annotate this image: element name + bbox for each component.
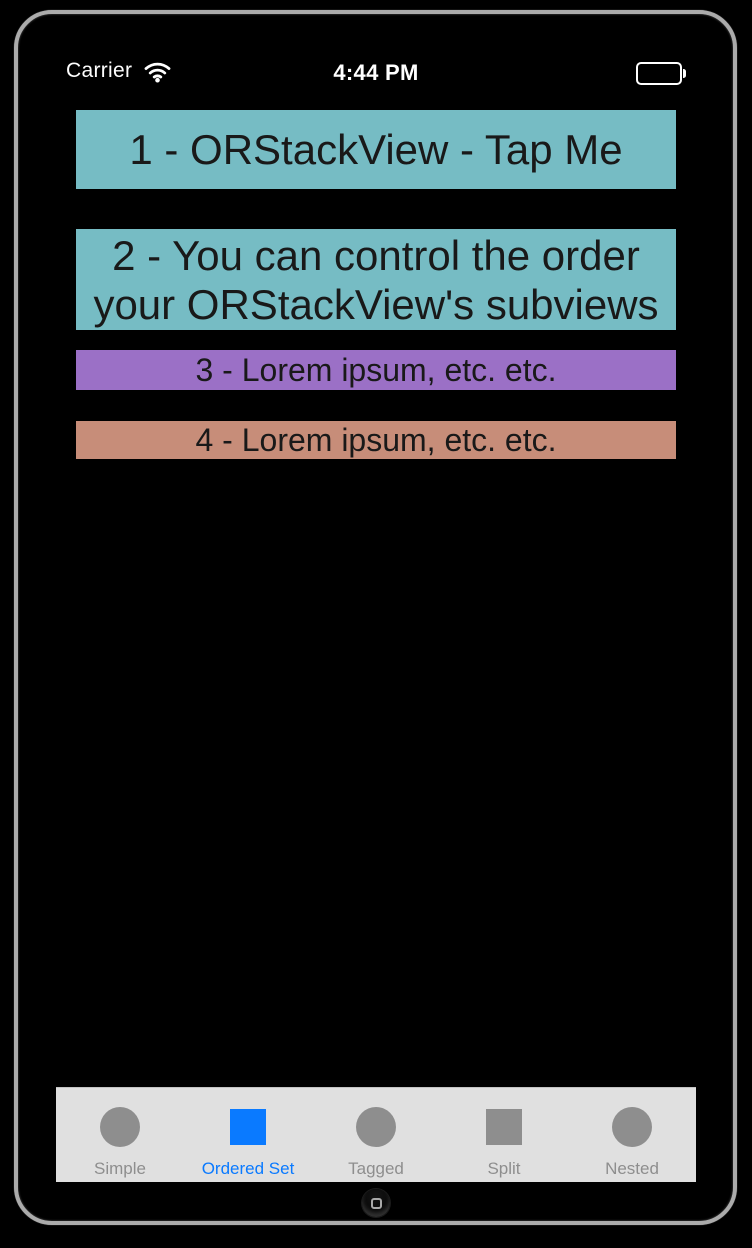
- stack-view-3[interactable]: 3 - Lorem ipsum, etc. etc.: [76, 350, 676, 390]
- circle-icon: [612, 1107, 652, 1147]
- tab-label: Nested: [605, 1159, 659, 1178]
- tab-item-split[interactable]: Split: [440, 1088, 568, 1182]
- stack-view-2[interactable]: 2 - You can control the order your ORSta…: [76, 229, 676, 330]
- circle-icon: [100, 1107, 140, 1147]
- tab-label: Ordered Set: [201, 1159, 295, 1178]
- tab-label: Tagged: [348, 1159, 404, 1178]
- tab-label: Simple: [94, 1159, 146, 1178]
- circle-icon: [356, 1107, 396, 1147]
- tab-bar: Simple Ordered Set Tagged Split Nested: [56, 1087, 696, 1182]
- tab-label: Split: [487, 1159, 521, 1178]
- square-icon: [486, 1109, 522, 1145]
- app-screen: Carrier 4:44 PM 1 - ORStackView - Tap Me…: [56, 46, 696, 1182]
- carrier-label: Carrier: [66, 59, 133, 82]
- stack-view-1[interactable]: 1 - ORStackView - Tap Me: [76, 110, 676, 189]
- stack-view-4[interactable]: 4 - Lorem ipsum, etc. etc.: [76, 421, 676, 459]
- home-button-square-icon: [370, 1197, 382, 1209]
- stack-view-2-label: 2 - You can control the order your ORSta…: [93, 231, 659, 328]
- battery-icon: [636, 62, 686, 85]
- tab-item-simple[interactable]: Simple: [56, 1088, 184, 1182]
- status-bar: Carrier 4:44 PM: [56, 46, 696, 86]
- tab-item-ordered-set[interactable]: Ordered Set: [184, 1088, 312, 1182]
- square-icon: [230, 1109, 266, 1145]
- clock: 4:44 PM: [333, 60, 419, 85]
- stack-view-4-label: 4 - Lorem ipsum, etc. etc.: [195, 421, 557, 458]
- stack-view-1-label: 1 - ORStackView - Tap Me: [129, 125, 623, 173]
- stack-view-3-label: 3 - Lorem ipsum, etc. etc.: [195, 351, 557, 388]
- home-button[interactable]: [362, 1189, 390, 1217]
- wifi-icon: [142, 59, 173, 83]
- tab-item-nested[interactable]: Nested: [568, 1088, 696, 1182]
- tab-item-tagged[interactable]: Tagged: [312, 1088, 440, 1182]
